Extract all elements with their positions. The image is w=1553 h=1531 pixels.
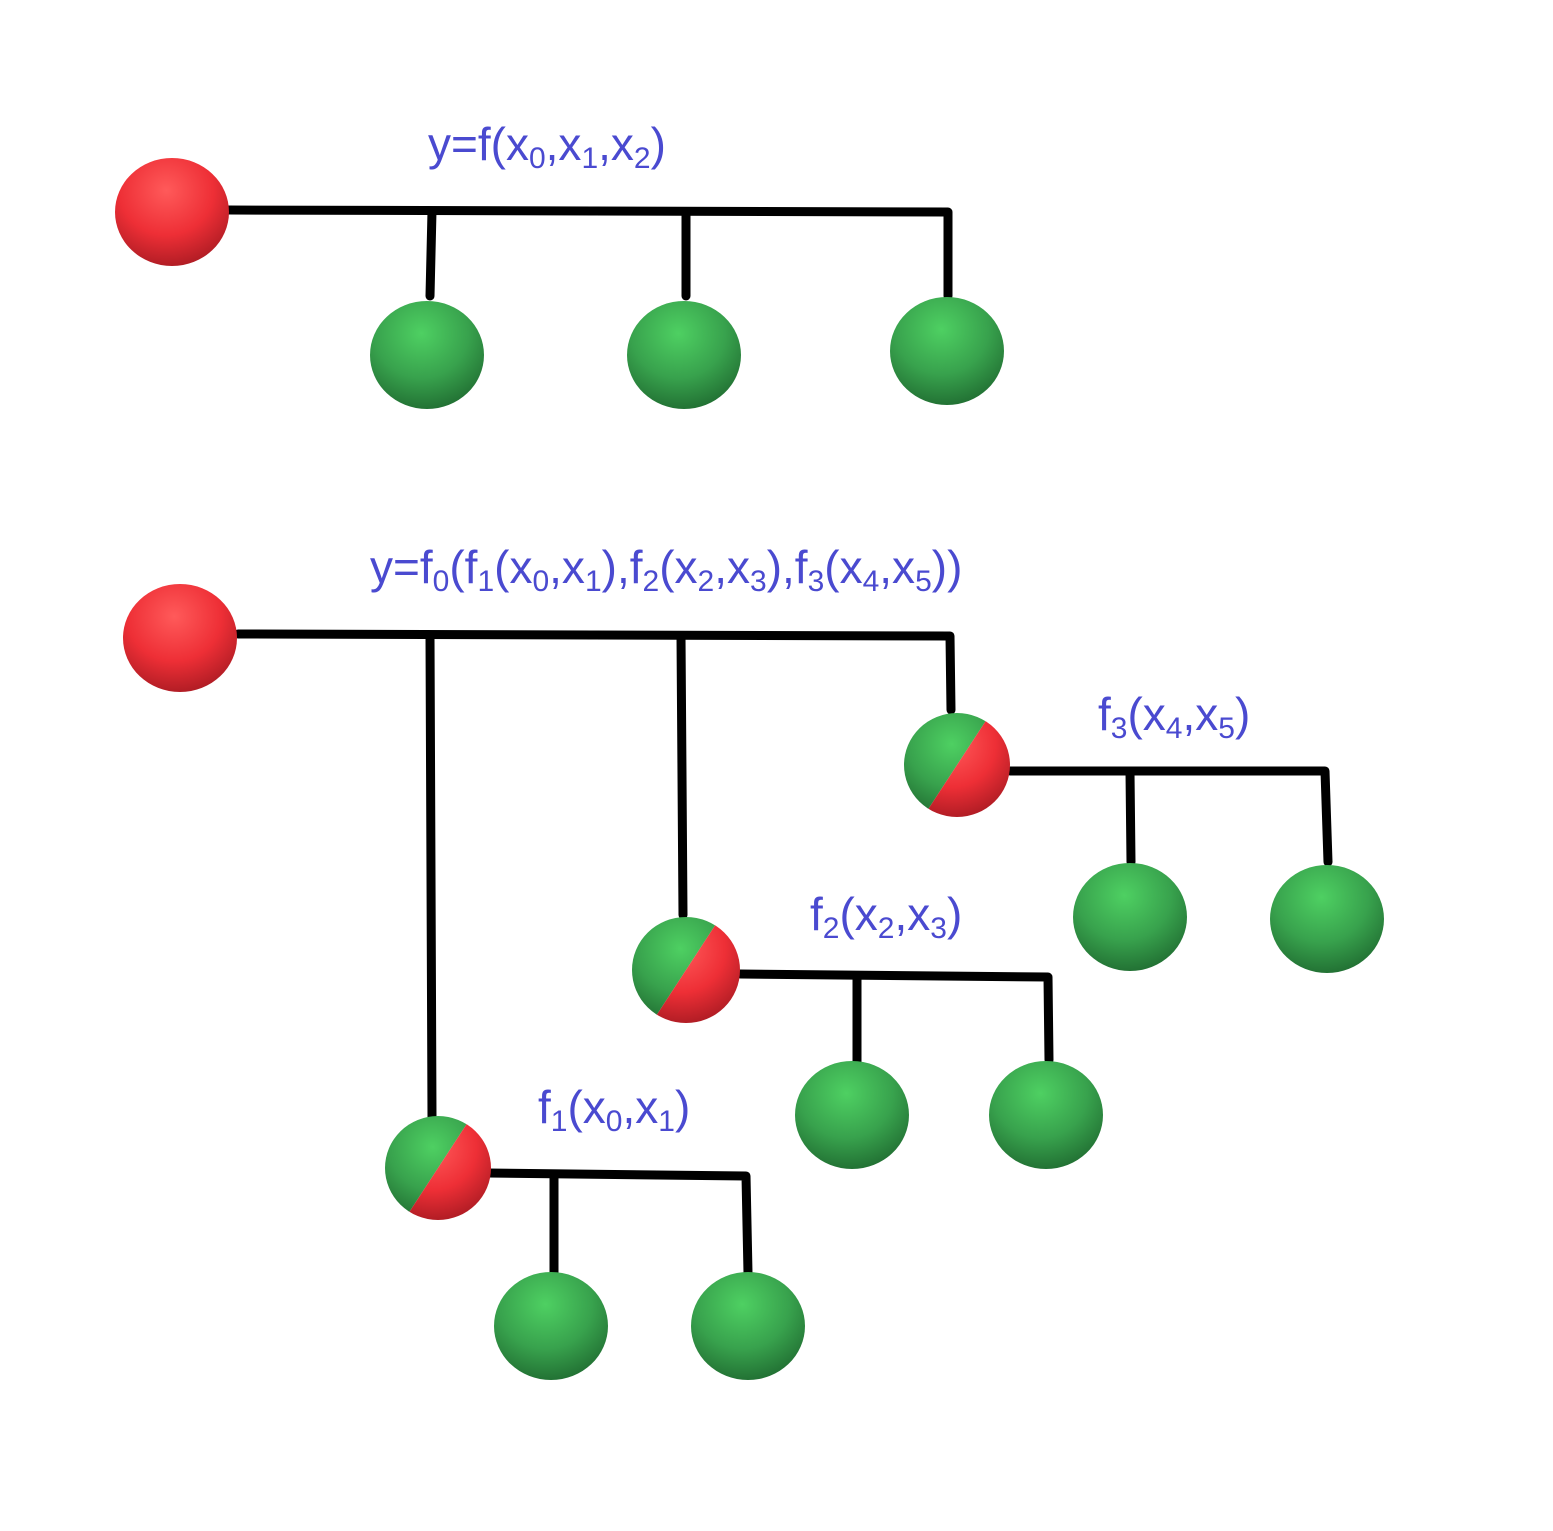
formula-subscript: 1 [477, 565, 494, 598]
formula-text: ) [675, 1081, 690, 1133]
formula-text: ,x [879, 541, 915, 593]
subtree-f2-formula: f2(x2,x3) [810, 888, 962, 945]
formula-text: f [810, 888, 823, 940]
formula-subscript: 1 [581, 142, 598, 175]
formula-text: ,x [714, 541, 750, 593]
formula-text: ) [947, 888, 962, 940]
formula-text: y=f [370, 541, 433, 593]
f1-intermediate-node [385, 1116, 491, 1220]
subtree-f3-formula: f3(x4,x5) [1098, 688, 1250, 745]
top-tree-formula: y=f(x0,x1,x2) [428, 118, 666, 175]
subtree-f1: f1(x0,x1) [385, 1081, 805, 1380]
formula-subscript: 3 [750, 565, 767, 598]
formula-text: f [1098, 688, 1111, 740]
formula-text: ),f [767, 541, 808, 593]
formula-subscript: 2 [823, 912, 840, 945]
formula-text: )) [932, 541, 963, 593]
formula-subscript: 0 [606, 1105, 623, 1138]
formula-subscript: 0 [433, 565, 450, 598]
formula-subscript: 4 [863, 565, 880, 598]
top-input-node-x1 [627, 301, 741, 409]
f1-input-node-x0 [494, 1272, 608, 1380]
f3-bus [1005, 766, 1333, 867]
formula-text: (x [824, 541, 862, 593]
bottom-edge-f1 [425, 631, 437, 1123]
top-input-node-x0 [370, 301, 484, 409]
formula-subscript: 2 [698, 565, 715, 598]
formula-subscript: 5 [1218, 712, 1235, 745]
bottom-edge-f2 [676, 631, 688, 920]
formula-text: (x [659, 541, 697, 593]
formula-subscript: 5 [915, 565, 932, 598]
f2-input-node-x3 [989, 1061, 1103, 1169]
formula-text: y=f(x [428, 118, 529, 170]
formula-subscript: 1 [585, 565, 602, 598]
f3-intermediate-node [904, 713, 1010, 817]
f1-bus [483, 1168, 753, 1278]
bottom-tree-formula: y=f0(f1(x0,x1),f2(x2,x3),f3(x4,x5)) [370, 541, 962, 598]
formula-subscript: 3 [930, 912, 947, 945]
formula-text: ),f [602, 541, 643, 593]
formula-text: (f [449, 541, 477, 593]
formula-text: ,x [1182, 688, 1218, 740]
formula-subscript: 2 [634, 142, 651, 175]
formula-text: ) [1235, 688, 1250, 740]
top-edge-x0 [425, 206, 437, 301]
formula-text: f [538, 1081, 551, 1133]
formula-text: (x [839, 888, 877, 940]
formula-subscript: 2 [643, 565, 660, 598]
subtree-f1-formula: f1(x0,x1) [538, 1081, 690, 1138]
top-tree: y=f(x0,x1,x2) [115, 118, 1004, 409]
f2-intermediate-node [632, 917, 740, 1023]
bottom-output-node [123, 584, 237, 692]
formula-subscript: 0 [532, 565, 549, 598]
formula-subscript: 3 [1111, 712, 1128, 745]
bottom-root-bus [233, 629, 956, 715]
formula-subscript: 2 [878, 912, 895, 945]
formula-subscript: 0 [529, 142, 546, 175]
f2-bus [735, 969, 1054, 1065]
formula-text: (x [494, 541, 532, 593]
formula-text: ,x [894, 888, 930, 940]
formula-text: ,x [546, 118, 582, 170]
formula-subscript: 4 [1166, 712, 1183, 745]
top-output-node [115, 158, 229, 266]
subtree-f3: f3(x4,x5) [904, 688, 1384, 973]
formula-text: (x [1127, 688, 1165, 740]
f1-input-node-x1 [691, 1272, 805, 1380]
formula-text: ,x [549, 541, 585, 593]
formula-text: ,x [598, 118, 634, 170]
formula-subscript: 1 [551, 1105, 568, 1138]
formula-subscript: 1 [658, 1105, 675, 1138]
f3-edge-x4 [1125, 767, 1136, 867]
f3-input-node-x5 [1270, 865, 1384, 973]
formula-subscript: 3 [808, 565, 825, 598]
formula-text: (x [567, 1081, 605, 1133]
f3-input-node-x4 [1073, 863, 1187, 971]
bottom-tree: y=f0(f1(x0,x1),f2(x2,x3),f3(x4,x5)) f3(x… [123, 541, 1384, 1380]
subtree-f2: f2(x2,x3) [632, 888, 1103, 1169]
formula-text: ,x [622, 1081, 658, 1133]
formula-text: ) [651, 118, 666, 170]
top-root-bus [223, 205, 953, 301]
top-input-node-x2 [890, 297, 1004, 405]
f2-input-node-x2 [795, 1061, 909, 1169]
